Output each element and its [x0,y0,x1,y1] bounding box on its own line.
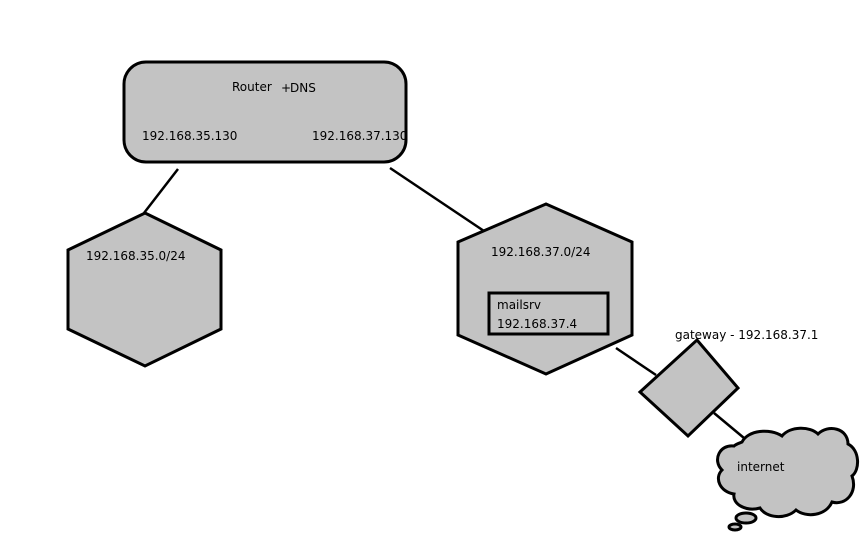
router-ip-left: 192.168.35.130 [142,129,237,143]
router-title: Router [232,80,272,94]
router-box [122,60,408,164]
link-subnet37-gateway [615,346,657,377]
cloud-bubble-small [727,522,743,532]
mailsrv-name: mailsrv [497,298,541,312]
subnet-37-label: 192.168.37.0/24 [491,245,590,259]
gateway-diamond [637,337,741,439]
internet-node: internet [716,426,859,532]
link-router-subnet37 [389,166,485,233]
subnet-35-node: 192.168.35.0/24 [66,211,223,368]
cloud-bubble-large [734,511,758,525]
gateway-node: gateway - 192.168.37.1 [637,328,818,439]
mailsrv-ip: 192.168.37.4 [497,317,577,331]
gateway-label: gateway - 192.168.37.1 [675,328,818,342]
internet-label: internet [737,460,785,474]
internet-cloud-icon [716,426,859,518]
subnet-37-node: 192.168.37.0/24 mailsrv 192.168.37.4 [456,202,634,376]
router-plus: + [281,81,291,95]
subnet-35-label: 192.168.35.0/24 [86,249,185,263]
link-gateway-internet [713,412,745,439]
router-dns: DNS [290,81,316,95]
link-router-subnet35 [143,168,179,214]
subnet-37-hexagon [456,202,634,376]
subnet-35-hexagon [66,211,223,368]
router-ip-right: 192.168.37.130 [312,129,407,143]
router-node: Router + DNS 192.168.35.130 192.168.37.1… [122,60,408,164]
mailsrv-box [487,291,610,336]
